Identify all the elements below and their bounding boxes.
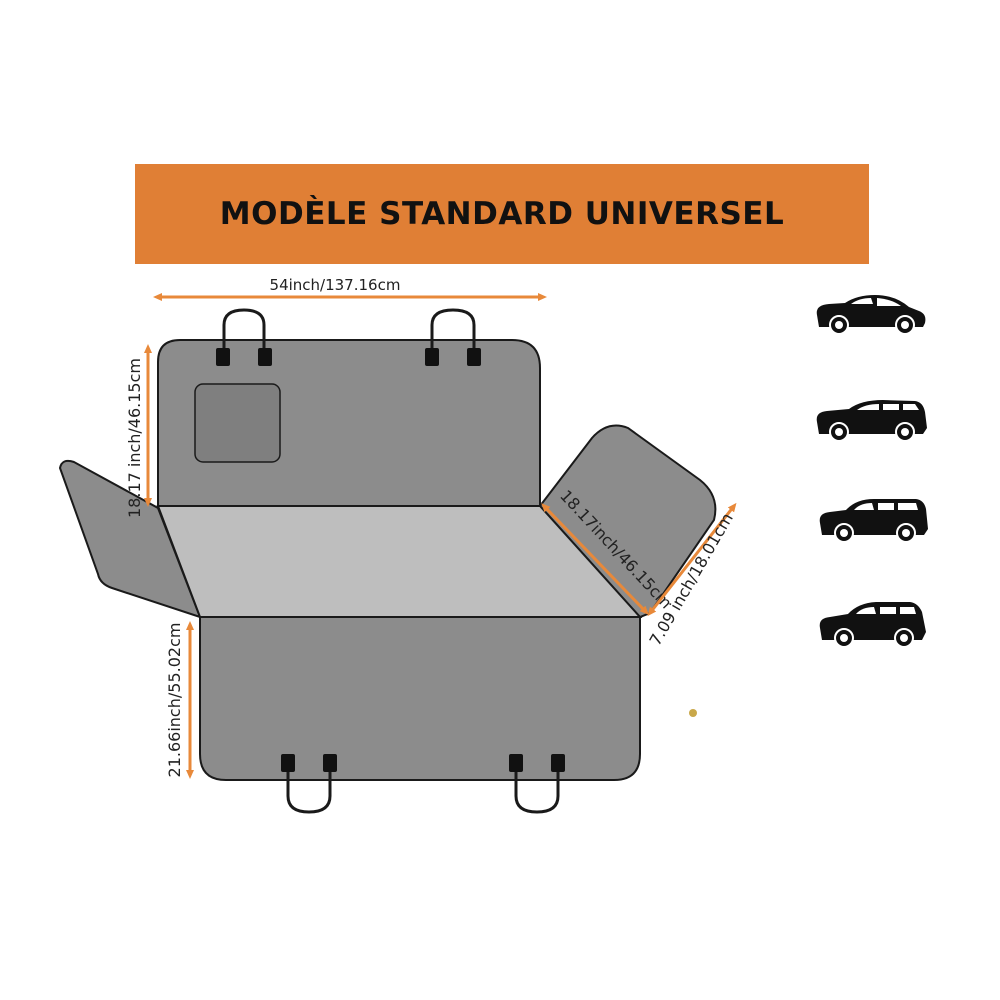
headrest-strap-right: [425, 308, 481, 366]
page-title: MODÈLE STANDARD UNIVERSEL: [219, 196, 785, 232]
bottom-strap-left: [281, 754, 337, 814]
front-panel: [199, 616, 641, 781]
backrest-height-label: 18.17 inch/46.15cm: [125, 358, 144, 518]
headrest-strap-left: [216, 308, 272, 366]
suv-icon: [816, 400, 927, 442]
sedan-icon: [816, 295, 926, 335]
title-banner: MODÈLE STANDARD UNIVERSEL: [135, 164, 869, 264]
hatchback-icon: [819, 602, 926, 648]
decorative-dot: [689, 709, 697, 717]
width-label: 54inch/137.16cm: [270, 276, 401, 294]
side-flap-width-arrow: [647, 502, 737, 617]
mesh-window: [194, 383, 281, 463]
front-height-label: 21.66inch/55.02cm: [165, 623, 184, 778]
bottom-strap-right: [509, 754, 565, 814]
wagon-suv-icon: [819, 499, 928, 543]
side-flap-length-arrow: [541, 503, 649, 615]
